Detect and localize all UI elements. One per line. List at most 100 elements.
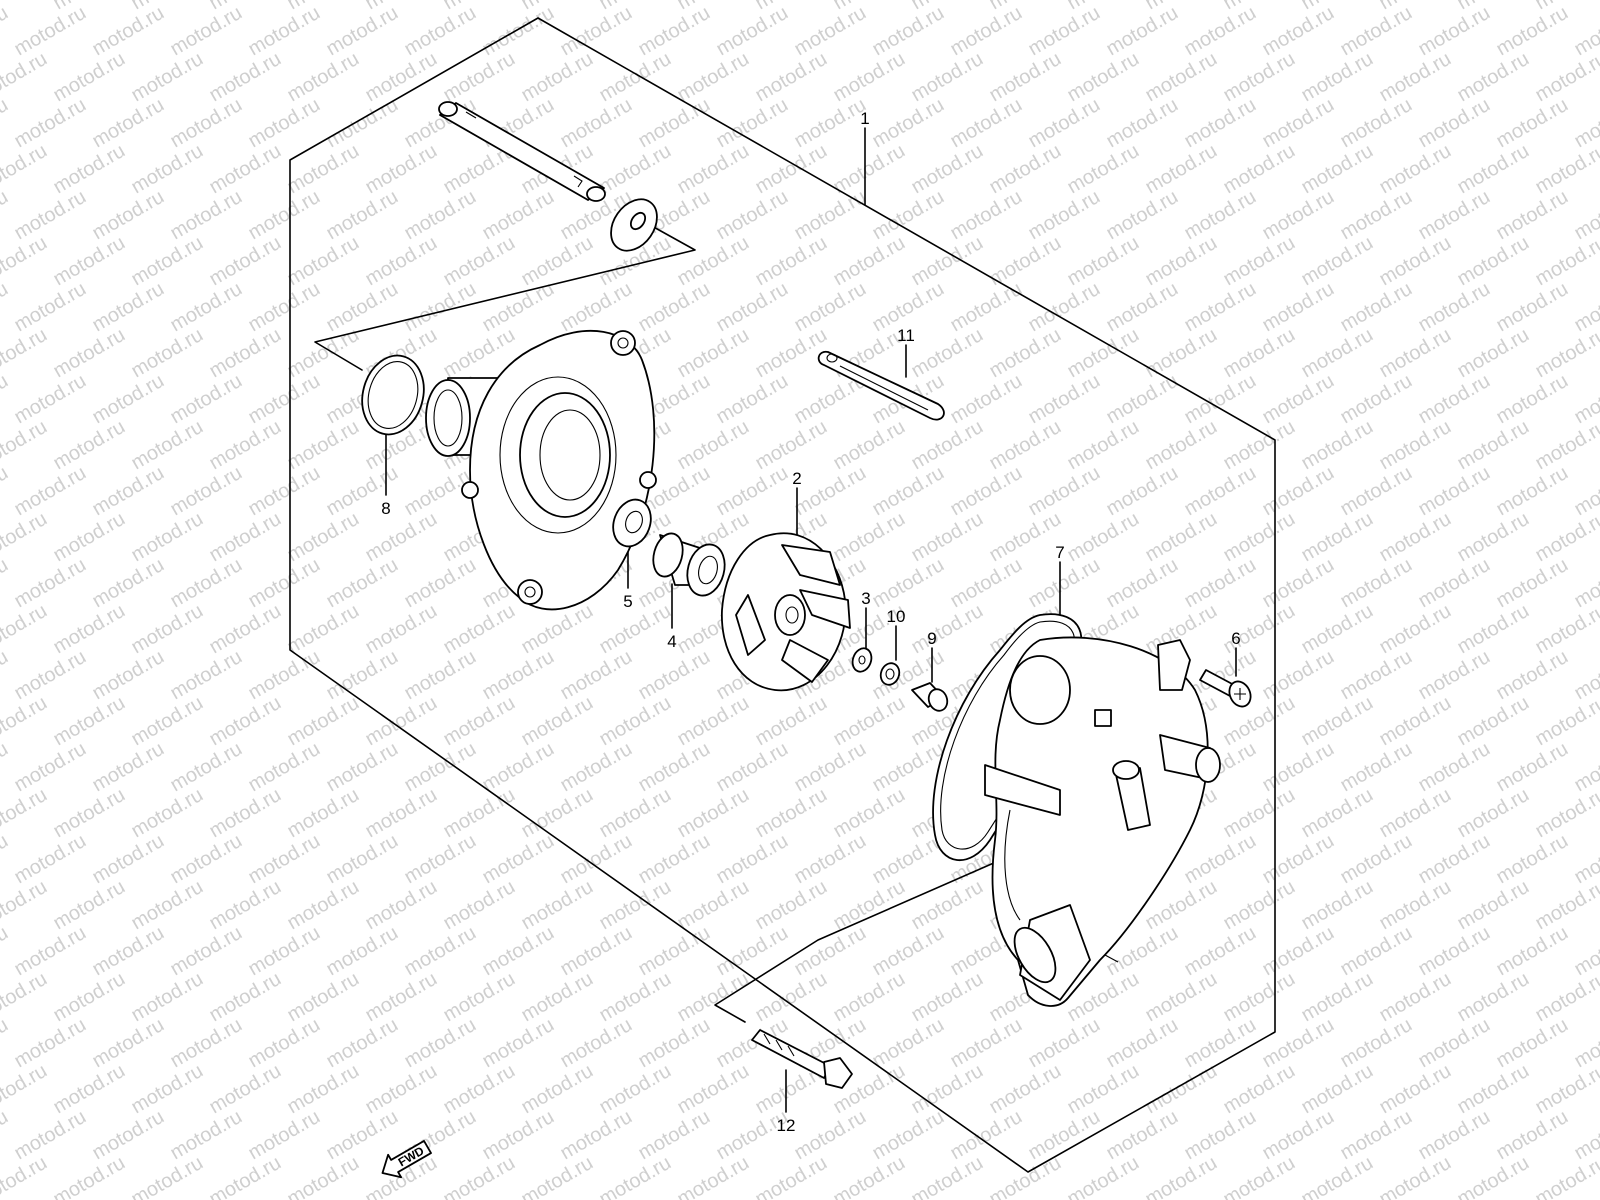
watermark-text: motod.ru	[1454, 508, 1533, 567]
watermark-text: motod.ru	[1298, 232, 1377, 291]
watermark-text: motod.ru	[908, 600, 987, 659]
watermark-text: motod.ru	[830, 140, 909, 199]
watermark-text: motod.ru	[674, 968, 753, 1027]
watermark-text: motod.ru	[986, 1152, 1065, 1200]
watermark-text: motod.ru	[1103, 94, 1182, 153]
watermark-text: motod.ru	[908, 324, 987, 383]
watermark-text: motod.ru	[284, 784, 363, 843]
watermark-text: motod.ru	[1064, 232, 1143, 291]
watermark-text: motod.ru	[1493, 1106, 1572, 1165]
callout-8: 8	[381, 499, 390, 518]
watermark-text: motod.ru	[1532, 784, 1600, 843]
watermark-text: motod.ru	[557, 830, 636, 889]
watermark-text: motod.ru	[128, 968, 207, 1027]
watermark-text: motod.ru	[206, 508, 285, 567]
watermark-text: motod.ru	[869, 1014, 948, 1073]
watermark-text: motod.ru	[479, 646, 558, 705]
watermark-text: motod.ru	[1220, 508, 1299, 567]
watermark-text: motod.ru	[1025, 462, 1104, 521]
callout-5: 5	[623, 592, 632, 611]
watermark-text: motod.ru	[713, 830, 792, 889]
watermark-text: motod.ru	[323, 1014, 402, 1073]
watermark-text: motod.ru	[1415, 462, 1494, 521]
watermark-text: motod.ru	[791, 922, 870, 981]
watermark-text: motod.ru	[1532, 1060, 1600, 1119]
watermark-text: motod.ru	[89, 94, 168, 153]
watermark-text: motod.ru	[947, 278, 1026, 337]
watermark-text: motod.ru	[1532, 600, 1600, 659]
watermark-text: motod.ru	[869, 554, 948, 613]
watermark-text: motod.ru	[1493, 370, 1572, 429]
watermark-text: motod.ru	[1181, 922, 1260, 981]
watermark-text: motod.ru	[947, 2, 1026, 61]
watermark-text: motod.ru	[0, 738, 12, 797]
watermark-text: motod.ru	[50, 1060, 129, 1119]
watermark-text: motod.ru	[1259, 186, 1338, 245]
watermark-text: motod.ru	[1259, 370, 1338, 429]
watermark-text: motod.ru	[791, 830, 870, 889]
watermark-text: motod.ru	[752, 784, 831, 843]
watermark-text: motod.ru	[128, 692, 207, 751]
watermark-text: motod.ru	[1493, 186, 1572, 245]
watermark-text: motod.ru	[1532, 508, 1600, 567]
watermark-text: motod.ru	[323, 554, 402, 613]
watermark-text: motod.ru	[1415, 370, 1494, 429]
watermark-text: motod.ru	[128, 232, 207, 291]
watermark-text: motod.ru	[0, 416, 51, 475]
watermark-text: motod.ru	[1415, 646, 1494, 705]
watermark-text: motod.ru	[1532, 968, 1600, 1027]
watermark-text: motod.ru	[1415, 2, 1494, 61]
watermark-text: motod.ru	[518, 1152, 597, 1200]
watermark-text: motod.ru	[11, 278, 90, 337]
mechanical-seal-part	[652, 532, 726, 597]
watermark-text: motod.ru	[128, 1060, 207, 1119]
watermark-text: motod.ru	[674, 416, 753, 475]
watermark-text: motod.ru	[1181, 554, 1260, 613]
watermark-text: motod.ru	[1454, 1060, 1533, 1119]
watermark-text: motod.ru	[1259, 278, 1338, 337]
watermark-text: motod.ru	[1532, 692, 1600, 751]
watermark-text: motod.ru	[89, 278, 168, 337]
watermark-text: motod.ru	[830, 692, 909, 751]
watermark-text: motod.ru	[1337, 186, 1416, 245]
watermark-text: motod.ru	[557, 278, 636, 337]
watermark-text: motod.ru	[986, 1060, 1065, 1119]
watermark-text: motod.ru	[167, 830, 246, 889]
watermark-text: motod.ru	[206, 324, 285, 383]
watermark-text: motod.ru	[1337, 370, 1416, 429]
watermark-text: motod.ru	[401, 646, 480, 705]
watermark-text: motod.ru	[1415, 738, 1494, 797]
watermark-text: motod.ru	[1220, 324, 1299, 383]
watermark-text: motod.ru	[0, 554, 12, 613]
watermark-text: motod.ru	[713, 186, 792, 245]
watermark-text: motod.ru	[50, 784, 129, 843]
watermark-text: motod.ru	[908, 968, 987, 1027]
watermark-text: motod.ru	[1454, 1152, 1533, 1200]
watermark-text: motod.ru	[50, 876, 129, 935]
watermark-text: motod.ru	[1181, 462, 1260, 521]
watermark-text: motod.ru	[1181, 370, 1260, 429]
watermark-text: motod.ru	[1415, 1106, 1494, 1165]
o-ring-part	[361, 354, 425, 436]
watermark-text: motod.ru	[0, 2, 12, 61]
watermark-text: motod.ru	[791, 738, 870, 797]
watermark-text: motod.ru	[1103, 2, 1182, 61]
pump-case-part	[984, 636, 1221, 1007]
watermark-text: motod.ru	[1415, 94, 1494, 153]
watermark-text: motod.ru	[1025, 2, 1104, 61]
watermark-text: motod.ru	[518, 876, 597, 935]
watermark-text: motod.ru	[908, 140, 987, 199]
watermark-text: motod.ru	[245, 738, 324, 797]
watermark-text: motod.ru	[0, 508, 51, 567]
watermark-text: motod.ru	[674, 48, 753, 107]
watermark-text: motod.ru	[908, 1152, 987, 1200]
watermark-text: motod.ru	[1025, 278, 1104, 337]
watermark-text: motod.ru	[830, 232, 909, 291]
watermark-text: motod.ru	[518, 232, 597, 291]
watermark-text: motod.ru	[986, 416, 1065, 475]
watermark-text: motod.ru	[89, 1106, 168, 1165]
watermark-text: motod.ru	[401, 1014, 480, 1073]
watermark-text: motod.ru	[11, 554, 90, 613]
watermark-text: motod.ru	[1532, 232, 1600, 291]
